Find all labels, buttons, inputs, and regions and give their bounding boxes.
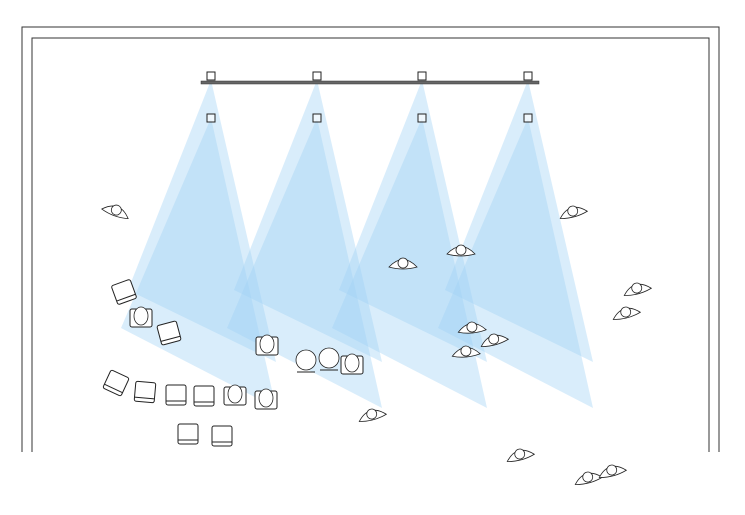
furniture <box>101 204 653 485</box>
lounge-cushion <box>620 306 632 318</box>
light-fixtures <box>206 71 533 123</box>
lounge-chair-icon <box>446 244 476 257</box>
light-fixture-icon <box>523 113 533 123</box>
lounge-chair-icon <box>480 333 510 347</box>
lounge-chair-icon <box>612 306 642 320</box>
person <box>227 384 243 404</box>
chair-edge <box>134 396 155 400</box>
chair-seat <box>165 384 187 406</box>
chair-icon <box>211 425 233 447</box>
chair-seat <box>156 320 182 346</box>
lounge-cushion <box>582 471 594 483</box>
light-fixture-icon <box>312 113 322 123</box>
light-beam <box>234 80 382 362</box>
light-beam <box>128 80 276 362</box>
chair-seat <box>193 385 215 407</box>
chair-seat <box>133 380 157 404</box>
light-fixture-icon <box>417 71 427 81</box>
person <box>258 388 274 408</box>
lighting-truss <box>200 80 540 85</box>
person-seat-icon <box>254 388 278 410</box>
lounge-chair-icon <box>388 257 418 270</box>
light-beam <box>445 80 593 362</box>
lounge-cushion <box>110 204 122 216</box>
person-seat-icon <box>255 334 279 356</box>
lounge-chair-icon <box>559 205 589 219</box>
person <box>344 353 360 373</box>
light-fixture-icon <box>206 71 216 81</box>
chair-seat <box>102 369 130 397</box>
lounge-chair-icon <box>451 345 481 358</box>
lounge-cushion <box>466 321 478 333</box>
light-beam <box>438 118 593 408</box>
light-beam <box>339 80 487 362</box>
chair-icon <box>177 423 199 445</box>
lounge-cushion <box>366 408 378 420</box>
chair-edge <box>104 383 123 394</box>
lounge-cushion <box>488 333 500 345</box>
lounge-cushion <box>514 448 526 460</box>
chair-icon <box>193 385 215 407</box>
lounge-cushion <box>455 244 467 256</box>
chair-icon <box>133 380 157 404</box>
chair-icon <box>165 384 187 406</box>
lounge-cushion <box>397 257 409 269</box>
person-seat-icon <box>129 306 153 328</box>
chair-seat <box>177 423 199 445</box>
chair-edge <box>116 293 136 302</box>
lounge-cushion <box>606 464 618 476</box>
stool <box>318 347 340 369</box>
lounge-chair-icon <box>574 471 604 485</box>
round-stool-icon <box>295 349 317 373</box>
chair-edge <box>160 335 181 342</box>
lounge-chair-icon <box>623 282 653 296</box>
inner-wall <box>31 37 710 452</box>
outer-wall <box>21 26 720 452</box>
round-stool-icon <box>318 347 340 371</box>
light-fixture-icon <box>312 71 322 81</box>
chair-seat <box>211 425 233 447</box>
lounge-chair-icon <box>358 408 388 422</box>
lounge-cushion <box>631 282 643 294</box>
chair-icon <box>102 369 130 397</box>
lounge-chair-icon <box>598 464 628 478</box>
chair-seat <box>111 279 137 305</box>
person-seat-icon <box>340 353 364 375</box>
chair-icon <box>156 320 182 346</box>
lounge-chair-icon <box>457 321 487 334</box>
chair-icon <box>111 279 137 305</box>
light-fixture-icon <box>417 113 427 123</box>
person <box>259 334 275 354</box>
lounge-cushion <box>567 205 579 217</box>
person <box>133 306 149 326</box>
lounge-chair-icon <box>101 204 129 220</box>
light-fixture-icon <box>206 113 216 123</box>
stool <box>295 349 317 371</box>
lounge-cushion <box>460 345 472 357</box>
person-seat-icon <box>223 384 247 406</box>
lounge-chair-icon <box>506 448 536 462</box>
light-fixture-icon <box>523 71 533 81</box>
